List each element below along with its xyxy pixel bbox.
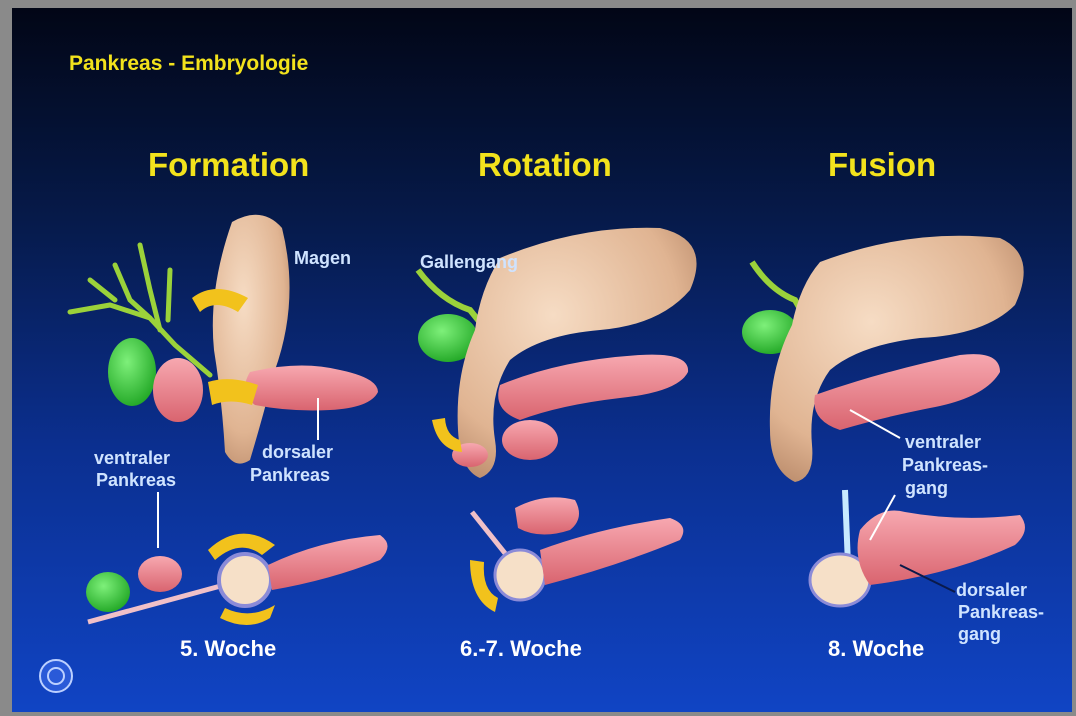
- week-rotation: 6.-7. Woche: [460, 636, 582, 662]
- gallbladder: [108, 338, 156, 406]
- rotation-arrow: [432, 418, 462, 452]
- label-dorsaler-gang-2: Pankreas-: [958, 602, 1044, 623]
- rotation-arrow-lower: [208, 379, 258, 405]
- heading-fusion: Fusion: [828, 146, 936, 184]
- label-ventraler-gang-1: ventraler: [905, 432, 981, 453]
- pancreas-bottom-upper: [515, 497, 579, 534]
- label-ventraler-gang-2: Pankreas-: [902, 455, 988, 476]
- duodenum-rotation: [495, 550, 545, 600]
- duodenum-ring: [219, 554, 271, 606]
- ventral-bud-small: [138, 556, 182, 592]
- rotation-arrow-bottom: [470, 560, 498, 612]
- arrow-around-bottom: [220, 605, 275, 625]
- rotation-panel: [418, 228, 697, 612]
- label-dorsaler-gang-1: dorsaler: [956, 580, 1027, 601]
- fusion-panel: [742, 236, 1025, 606]
- label-ventraler-gang-3: gang: [905, 478, 948, 499]
- formation-panel: [70, 215, 388, 625]
- week-formation: 5. Woche: [180, 636, 276, 662]
- page-title: Pankreas - Embryologie: [69, 52, 308, 76]
- ventral-bud-rotation: [502, 420, 558, 460]
- gallbladder-small: [86, 572, 130, 612]
- dorsal-pancreas-small: [268, 535, 388, 590]
- label-dorsaler-pankreas-1: dorsaler: [262, 442, 333, 463]
- heading-rotation: Rotation: [478, 146, 612, 184]
- pancreas-fusion: [814, 354, 1000, 430]
- label-gallengang: Gallengang: [420, 252, 518, 273]
- pancreas-rotation: [498, 355, 688, 420]
- label-magen: Magen: [294, 248, 351, 269]
- dorsal-pancreas: [245, 365, 378, 410]
- label-ventraler-pankreas-1: ventraler: [94, 448, 170, 469]
- week-fusion: 8. Woche: [828, 636, 924, 662]
- label-dorsaler-gang-3: gang: [958, 624, 1001, 645]
- label-ventraler-pankreas-2: Pankreas: [96, 470, 176, 491]
- logo-badge: [40, 660, 72, 692]
- stomach: [213, 215, 290, 464]
- pancreas-fusion-bottom: [858, 510, 1025, 585]
- heading-formation: Formation: [148, 146, 309, 184]
- label-dorsaler-pankreas-2: Pankreas: [250, 465, 330, 486]
- ventral-pancreas-bud: [153, 358, 203, 422]
